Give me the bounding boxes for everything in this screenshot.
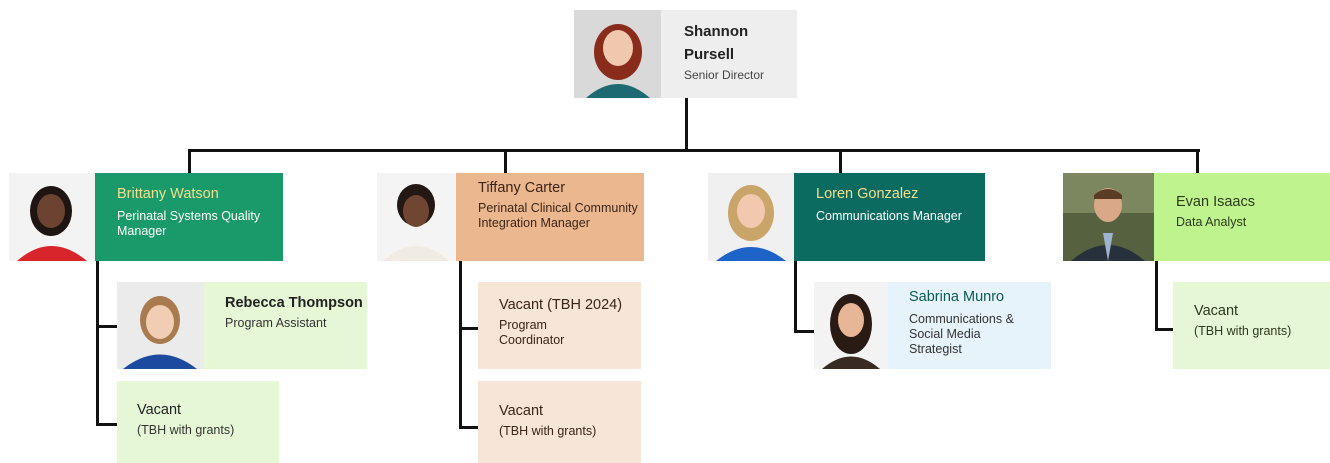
manager-card-isaacs: Evan Isaacs Data Analyst (1063, 173, 1330, 261)
report-card-rebecca: Rebecca Thompson Program Assistant (117, 282, 367, 369)
manager-card-watson: Brittany Watson Perinatal Systems Qualit… (9, 173, 283, 261)
avatar-photo-icon (377, 173, 456, 261)
report-name: Sabrina Munro (909, 289, 1005, 305)
director-card: Shannon Pursell Senior Director (574, 10, 797, 98)
report-title: Program Coordinator (499, 318, 565, 347)
manager-card-carter: Tiffany Carter Perinatal Clinical Commun… (377, 173, 644, 261)
avatar (814, 282, 888, 369)
report-name: Vacant (TBH 2024) (499, 297, 623, 313)
report-name: Rebecca Thompson (225, 295, 363, 311)
report-title: Communications & Social Media Strategist (909, 312, 1014, 356)
report-title: (TBH with grants) (137, 423, 235, 437)
connector-isaacs-vertical (1155, 260, 1158, 330)
manager-title: Perinatal Systems Quality Manager (117, 209, 261, 238)
report-title: Program Assistant (225, 316, 327, 330)
report-card-watson-vacant: Vacant (TBH with grants) (117, 381, 279, 463)
manager-card-gonzalez: Loren Gonzalez Communications Manager (708, 173, 985, 261)
report-card-carter-vacant-2024: Vacant (TBH 2024) Program Coordinator (478, 282, 641, 369)
manager-name: Tiffany Carter (478, 180, 566, 196)
director-name: Shannon Pursell (684, 23, 749, 63)
connector-carter-branch-2 (459, 426, 478, 429)
avatar-photo-icon (117, 282, 204, 369)
report-card-isaacs-vacant: Vacant (TBH with grants) (1173, 282, 1330, 369)
connector-isaacs-branch-1 (1155, 328, 1173, 331)
connector-drop-gonzalez (839, 149, 842, 174)
connector-carter-branch-1 (459, 327, 478, 330)
report-title: (TBH with grants) (1194, 324, 1292, 338)
avatar-photo-icon (574, 10, 661, 98)
report-card-carter-vacant: Vacant (TBH with grants) (478, 381, 641, 463)
connector-drop-carter (504, 149, 507, 174)
connector-watson-branch-2 (96, 423, 117, 426)
avatar (117, 282, 204, 369)
director-title: Senior Director (684, 68, 765, 82)
connector-carter-vertical (459, 260, 462, 428)
avatar (377, 173, 456, 261)
avatar (9, 173, 95, 261)
avatar-photo-icon (814, 282, 888, 369)
connector-drop-watson (188, 149, 191, 174)
manager-name: Loren Gonzalez (816, 186, 919, 202)
connector-gonzalez-vertical (794, 260, 797, 332)
avatar (708, 173, 794, 261)
connector-watson-vertical (96, 260, 99, 425)
connector-drop-isaacs (1196, 149, 1199, 174)
connector-watson-branch-1 (96, 325, 117, 328)
avatar (574, 10, 661, 98)
manager-name: Evan Isaacs (1176, 194, 1255, 210)
report-title: (TBH with grants) (499, 424, 597, 438)
report-name: Vacant (1194, 303, 1239, 319)
report-name: Vacant (137, 402, 182, 418)
avatar-photo-icon (1063, 173, 1154, 261)
manager-title: Perinatal Clinical Community Integration… (478, 201, 638, 230)
manager-name: Brittany Watson (117, 186, 219, 202)
avatar (1063, 173, 1154, 261)
connector-gonzalez-branch-1 (794, 330, 814, 333)
manager-title: Communications Manager (816, 209, 962, 223)
avatar-photo-icon (9, 173, 95, 261)
avatar-photo-icon (708, 173, 794, 261)
manager-title: Data Analyst (1176, 215, 1247, 229)
report-card-sabrina: Sabrina Munro Communications & Social Me… (814, 282, 1051, 369)
connector-horizontal-bar (188, 149, 1200, 152)
report-name: Vacant (499, 403, 544, 419)
connector-director-trunk (685, 97, 688, 150)
